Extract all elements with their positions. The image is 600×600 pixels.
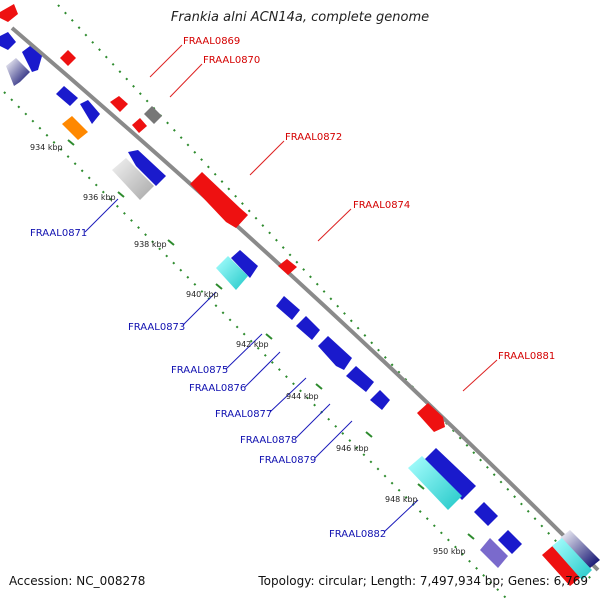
kbp-label: 948 kbp xyxy=(385,495,418,504)
outer-dotted-ring xyxy=(57,4,593,581)
gene-label-fraal0876[interactable]: FRAAL0876 xyxy=(189,383,246,394)
kbp-tick xyxy=(67,139,75,146)
gene-blue-5 xyxy=(128,150,166,186)
gene-fraal0870 xyxy=(132,118,147,133)
gene-label-fraal0869[interactable]: FRAAL0869 xyxy=(183,36,240,47)
kbp-tick xyxy=(265,333,273,340)
kbp-label: 946 kbp xyxy=(336,444,369,453)
gene-label-fraal0872[interactable]: FRAAL0872 xyxy=(285,132,342,143)
kbp-label: 950 kbp xyxy=(433,547,466,556)
gene-navy-bottom xyxy=(560,530,600,568)
gene-blue-7 xyxy=(424,448,476,500)
kbp-tick xyxy=(365,431,373,438)
gene-fraal0872 xyxy=(190,172,248,228)
gene-fraal0879 xyxy=(370,390,390,410)
kbp-tick-marks xyxy=(67,139,475,540)
gene-purple xyxy=(480,538,508,568)
leader-fraal0873 xyxy=(182,291,217,326)
gene-label-fraal0875[interactable]: FRAAL0875 xyxy=(171,365,228,376)
gene-navy-top-left xyxy=(6,58,30,86)
leader-fraal0874 xyxy=(317,208,352,242)
gene-fraal0870-gray xyxy=(144,106,162,124)
gene-label-fraal0878[interactable]: FRAAL0878 xyxy=(240,435,297,446)
leader-fraal0872 xyxy=(249,140,285,176)
kbp-label: 936 kbp xyxy=(83,193,116,202)
gene-red-bottom xyxy=(542,543,586,586)
kbp-tick xyxy=(315,383,323,390)
forward-strand-genes xyxy=(0,4,600,586)
gene-label-fraal0870[interactable]: FRAAL0870 xyxy=(203,55,260,66)
gene-fraal0875 xyxy=(276,296,300,320)
gene-fraal0868 xyxy=(110,96,128,112)
leader-fraal0870 xyxy=(169,63,203,98)
kbp-label: 934 kbp xyxy=(30,143,63,152)
gene-fraal0873 xyxy=(216,256,248,290)
leader-fraal0881 xyxy=(462,359,498,392)
gene-orange xyxy=(62,116,88,140)
gene-label-fraal0879[interactable]: FRAAL0879 xyxy=(259,455,316,466)
genome-backbone xyxy=(10,26,600,572)
gene-label-fraal0882[interactable]: FRAAL0882 xyxy=(329,529,386,540)
gene-fraal0871 xyxy=(112,158,154,200)
topology-text: Topology: circular; Length: 7,497,934 bp… xyxy=(258,574,588,588)
kbp-tick xyxy=(215,283,223,290)
map-title: Frankia alni ACN14a, complete genome xyxy=(170,10,430,25)
accession-text: Accession: NC_008278 xyxy=(9,574,146,588)
reverse-strand-genes xyxy=(0,32,522,568)
gene-fraal0876 xyxy=(296,316,320,340)
gene-fraal0874 xyxy=(278,259,297,275)
gene-blue-8 xyxy=(474,502,498,526)
leader-fraal0876 xyxy=(244,351,281,388)
gene-blue-2 xyxy=(22,46,42,72)
gene-label-fraal0871[interactable]: FRAAL0871 xyxy=(30,228,87,239)
leader-fraal0879 xyxy=(314,420,353,459)
gene-label-fraal0874[interactable]: FRAAL0874 xyxy=(353,200,410,211)
gene-arrow-red-top xyxy=(0,4,18,22)
leader-fraal0871 xyxy=(84,198,119,233)
gene-fraal0882 xyxy=(408,456,462,510)
gene-blue-top-left xyxy=(0,32,16,50)
kbp-label: 944 kbp xyxy=(286,392,319,401)
gene-fraal0881 xyxy=(417,403,445,432)
leader-fraal0875 xyxy=(225,333,263,370)
kbp-label: 940 kbp xyxy=(186,290,219,299)
kbp-tick xyxy=(417,483,425,490)
forward-gene-labels: FRAAL0869 FRAAL0870 FRAAL0872 FRAAL0874 … xyxy=(183,36,555,362)
kbp-label: 942 kbp xyxy=(236,340,269,349)
leader-fraal0869 xyxy=(149,44,183,78)
gene-label-fraal0877[interactable]: FRAAL0877 xyxy=(215,409,272,420)
kbp-tick xyxy=(117,191,125,198)
reverse-leader-lines xyxy=(84,198,419,533)
gene-blue-4 xyxy=(80,100,100,124)
gene-fraal0869 xyxy=(60,50,76,66)
gene-blue-3 xyxy=(56,86,78,106)
kbp-label: 938 kbp xyxy=(134,240,167,249)
gene-label-fraal0881[interactable]: FRAAL0881 xyxy=(498,351,555,362)
gene-cyan-bottom xyxy=(552,538,592,580)
leader-fraal0878 xyxy=(295,403,331,439)
gene-blue-9 xyxy=(498,530,522,554)
forward-leader-lines xyxy=(149,44,498,392)
gene-blue-6 xyxy=(231,250,258,278)
leader-fraal0882 xyxy=(383,499,419,533)
kbp-tick xyxy=(467,533,475,540)
gene-fraal0877 xyxy=(318,336,352,370)
leader-fraal0877 xyxy=(269,377,307,413)
reverse-gene-labels: FRAAL0871 FRAAL0873 FRAAL0875 FRAAL0876 … xyxy=(30,228,386,540)
kbp-tick xyxy=(167,239,175,246)
kbp-labels: 934 kbp 936 kbp 938 kbp 940 kbp 942 kbp … xyxy=(30,143,466,556)
gene-label-fraal0873[interactable]: FRAAL0873 xyxy=(128,322,185,333)
gene-fraal0878 xyxy=(346,366,374,392)
